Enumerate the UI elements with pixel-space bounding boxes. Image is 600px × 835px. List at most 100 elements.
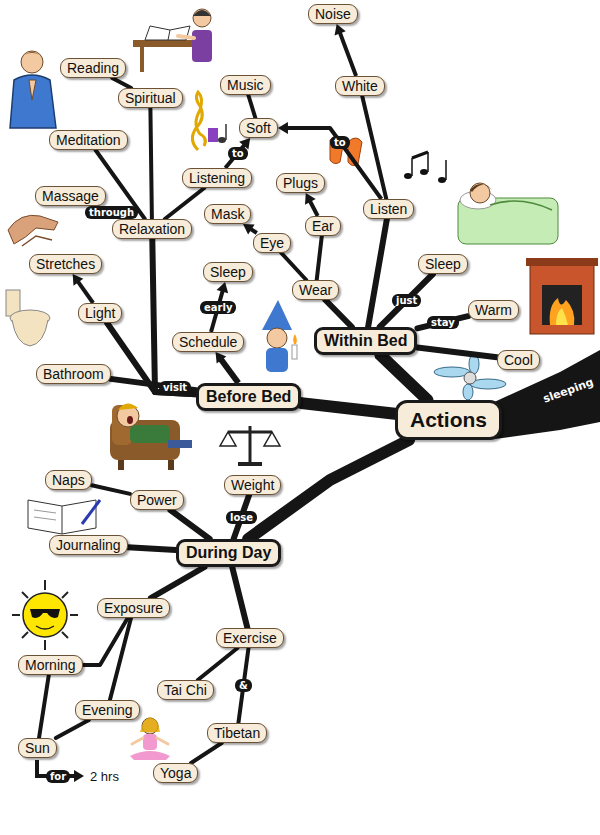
node-text: Reading	[67, 60, 119, 76]
branch-connector	[301, 403, 395, 414]
branch-line	[248, 95, 255, 118]
leaf-node: Yoga	[153, 763, 198, 783]
leaf-node: Warm	[468, 300, 519, 320]
node-text: Exposure	[104, 600, 163, 616]
reader-at-desk	[178, 36, 194, 38]
edge-label: to	[228, 147, 248, 160]
music-clef	[208, 128, 218, 142]
leaf-node: Meditation	[49, 130, 128, 150]
branch-line	[151, 567, 205, 598]
node-text: Massage	[42, 188, 99, 204]
sleepy-kid	[262, 300, 292, 330]
yawning-man	[118, 403, 138, 410]
branch-line	[56, 720, 89, 738]
node-text: Yoga	[160, 765, 191, 781]
sun	[62, 592, 68, 598]
node-text: Meditation	[56, 132, 121, 148]
leaf-node: Sleep	[203, 262, 253, 282]
yawning-man	[127, 416, 133, 424]
sleeping-woman	[470, 184, 492, 192]
node-text: Cool	[504, 352, 533, 368]
branch-line	[340, 32, 356, 76]
sun	[12, 580, 78, 650]
music-notes	[438, 177, 446, 183]
branch-line	[150, 108, 152, 219]
node-text: Power	[137, 492, 177, 508]
sleeping-woman	[490, 201, 552, 210]
music-notes	[420, 169, 428, 175]
branch-connector	[110, 618, 131, 700]
node-text: Weight	[231, 477, 274, 493]
branch-connector	[335, 24, 357, 76]
branch-line	[112, 78, 131, 88]
praying-person	[29, 80, 36, 100]
leaf-node: Bathroom	[36, 364, 111, 384]
balance-scale	[220, 426, 280, 466]
leaf-node: Listen	[363, 199, 414, 219]
journal-book	[34, 517, 56, 520]
leaf-node: Sun	[18, 738, 57, 758]
branch-connector	[362, 96, 386, 199]
branch-line	[362, 96, 386, 199]
branch-line	[417, 347, 497, 357]
massage-hands	[8, 215, 58, 246]
for-arrow	[37, 760, 84, 782]
sun	[36, 626, 54, 629]
node-text: Wear	[299, 282, 332, 298]
yoga-girl	[130, 718, 170, 761]
massage-hands	[22, 236, 52, 246]
leaf-node: Schedule	[172, 332, 244, 352]
fireplace	[556, 308, 568, 325]
branch-node: Within Bed	[314, 327, 417, 355]
yawning-man	[130, 425, 170, 443]
leaf-node: Exercise	[216, 628, 284, 648]
leaf-node: Spiritual	[118, 88, 183, 108]
branch-line	[170, 510, 209, 539]
branch-line	[191, 743, 222, 763]
praying-person	[10, 51, 56, 128]
branch-connector	[243, 224, 257, 234]
node-text: Actions	[410, 408, 487, 432]
journal-book	[62, 506, 63, 534]
leaf-node: Music	[220, 75, 271, 95]
branch-line	[325, 300, 352, 327]
branch-node: During Day	[176, 539, 281, 567]
yawning-man	[110, 403, 192, 470]
music-clef	[192, 92, 205, 150]
arrow-head	[217, 282, 229, 293]
node-text: Naps	[52, 472, 85, 488]
branch-connector	[325, 300, 352, 327]
branch-line	[251, 229, 257, 233]
sun	[22, 592, 28, 598]
branch-connector	[152, 239, 196, 394]
node-text: White	[342, 78, 378, 94]
sun	[70, 614, 78, 616]
toilet	[6, 290, 50, 346]
balance-scale	[238, 462, 262, 466]
arrow-head	[305, 193, 316, 205]
sleepy-kid	[267, 328, 287, 348]
yawning-man	[168, 440, 192, 448]
branch-line	[301, 403, 395, 414]
yoga-girl	[130, 751, 170, 760]
sleeping-trunk	[490, 350, 600, 439]
sun	[44, 580, 46, 590]
branch-line	[198, 648, 238, 680]
reader-at-desk	[168, 30, 170, 40]
branch-line	[310, 201, 318, 216]
branch-connector	[278, 122, 381, 199]
branch-line	[39, 675, 49, 738]
ceiling-fan	[434, 354, 506, 400]
node-text: Evening	[82, 702, 133, 718]
node-text: Bathroom	[43, 366, 104, 382]
branch-line	[152, 239, 196, 394]
branch-connector	[128, 547, 176, 550]
reader-at-desk	[193, 9, 211, 27]
edge-label: early	[200, 301, 236, 314]
music-notes	[404, 173, 412, 179]
branch-connector	[198, 648, 238, 680]
node-text: Before Bed	[206, 388, 291, 406]
sun	[12, 580, 78, 650]
leaf-node: Stretches	[29, 254, 102, 274]
leaf-node: Evening	[75, 700, 140, 720]
